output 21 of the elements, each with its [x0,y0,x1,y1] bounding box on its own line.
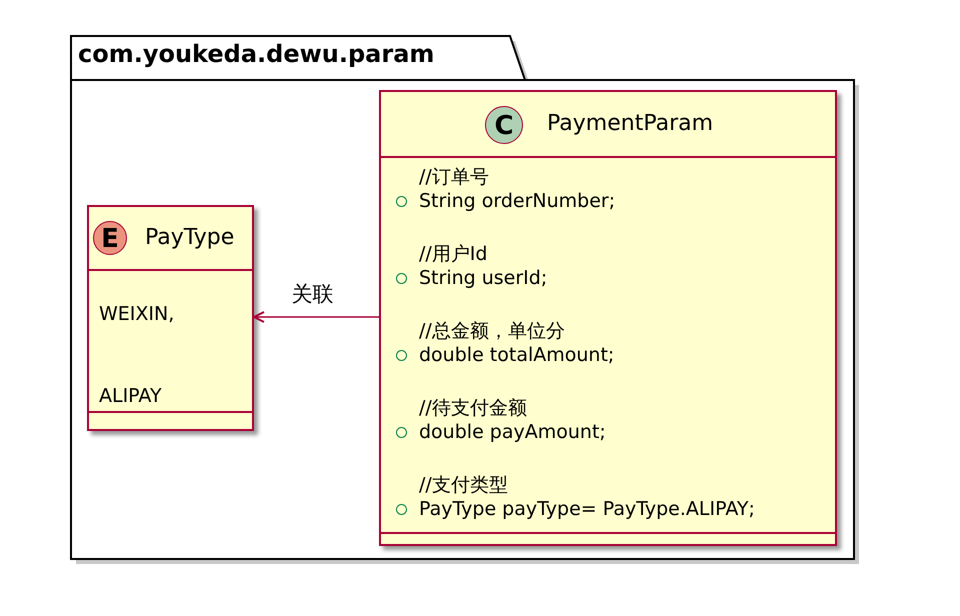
comment-text: //订单号 [419,166,489,188]
edge-label: 关联 [290,283,336,305]
field-text: double totalAmount; [419,344,614,366]
field-text: PayType payType= PayType.ALIPAY; [419,498,755,520]
enum-value: WEIXIN, [99,303,174,325]
class-name: PaymentParam [547,113,714,135]
comment-text: //支付类型 [419,474,508,496]
association-arrow [253,311,379,323]
class-box [379,90,837,546]
comment-text: //总金额，单位分 [419,320,565,342]
comment-text: //用户Id [419,243,488,265]
field-text: String orderNumber; [419,190,616,212]
stereotype-icon: E [93,221,127,255]
field-text: double payAmount; [419,421,606,443]
field-text: String userId; [419,267,548,289]
enum-value: ALIPAY [99,385,162,407]
comment-text: //待支付金额 [419,397,527,419]
class-name: PayType [145,227,234,249]
enum-box [87,205,254,431]
package-name: com.youkeda.dewu.param [78,43,434,65]
stereotype-icon: C [485,106,523,144]
